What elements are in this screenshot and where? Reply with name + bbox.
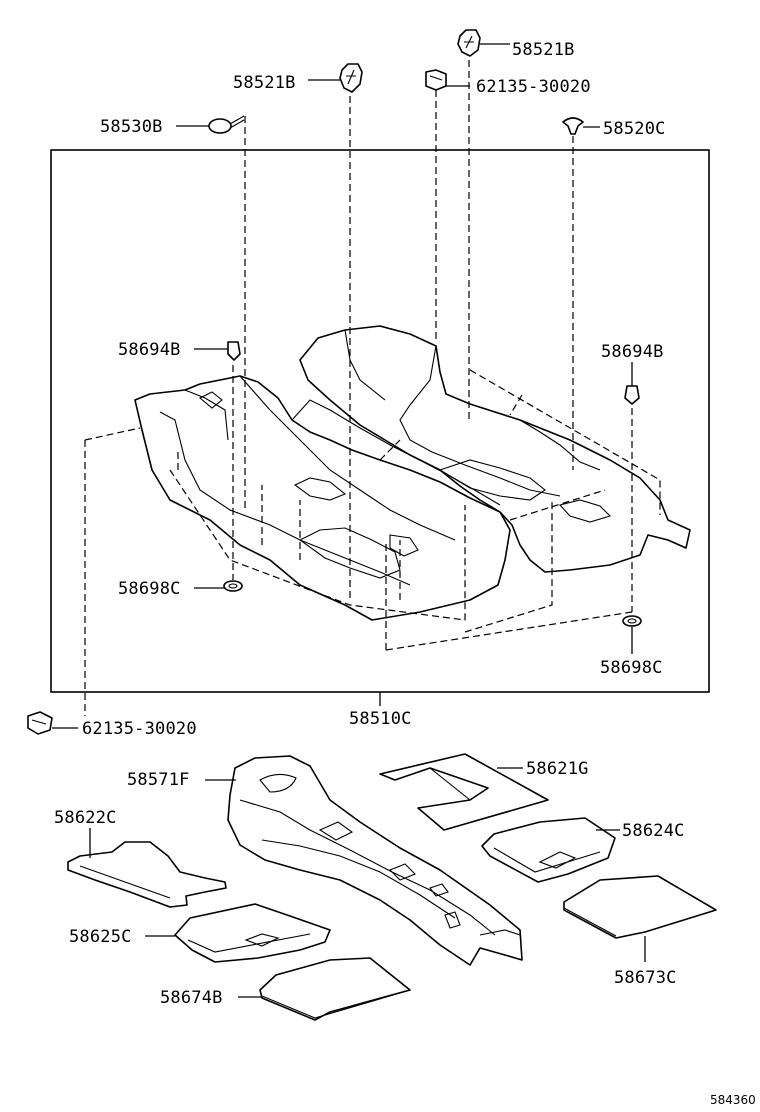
label-58621G: 58621G [526,759,589,779]
projection-lines [84,60,661,716]
label-62135-bottom: 62135-30020 [82,719,197,739]
label-58521B-right: 58521B [512,40,575,60]
silencer-58571F[interactable] [227,755,523,966]
grommet-58698C-right[interactable] [622,615,642,627]
figure-number: 584360 [710,1093,756,1107]
label-58698C-right: 58698C [600,658,663,678]
leader-lines [52,43,646,998]
pad-58621G[interactable] [379,753,549,831]
label-58521B-left: 58521B [233,73,296,93]
pad-58625C[interactable] [174,903,331,963]
floor-carpet-58510C[interactable] [134,325,691,621]
label-58622C: 58622C [54,808,117,828]
pad-58624C[interactable] [481,817,616,883]
clip-62135-bottom[interactable] [27,711,53,735]
clip-62135-top[interactable] [425,69,447,91]
label-58673C: 58673C [614,968,677,988]
label-58571F: 58571F [127,770,190,790]
clip-58520C[interactable] [562,117,584,135]
hook-58694B-right[interactable] [624,385,640,405]
label-58694B-right: 58694B [601,342,664,362]
pad-58674B[interactable] [259,957,411,1021]
label-58625C: 58625C [69,927,132,947]
grommet-58698C-left[interactable] [223,580,243,592]
label-58624C: 58624C [622,821,685,841]
label-58694B-left: 58694B [118,340,181,360]
clip-58521B-left[interactable] [339,63,363,93]
hook-58694B-left[interactable] [227,341,241,361]
label-58530B: 58530B [100,117,163,137]
label-58510C: 58510C [349,709,412,729]
label-58674B: 58674B [160,988,223,1008]
label-58698C-left: 58698C [118,579,181,599]
pin-58530B[interactable] [208,115,245,134]
label-58520C: 58520C [603,119,666,139]
pad-58673C[interactable] [563,875,717,939]
pad-58622C[interactable] [67,841,227,908]
clip-58521B-right[interactable] [457,29,481,57]
label-62135-top: 62135-30020 [476,77,591,97]
